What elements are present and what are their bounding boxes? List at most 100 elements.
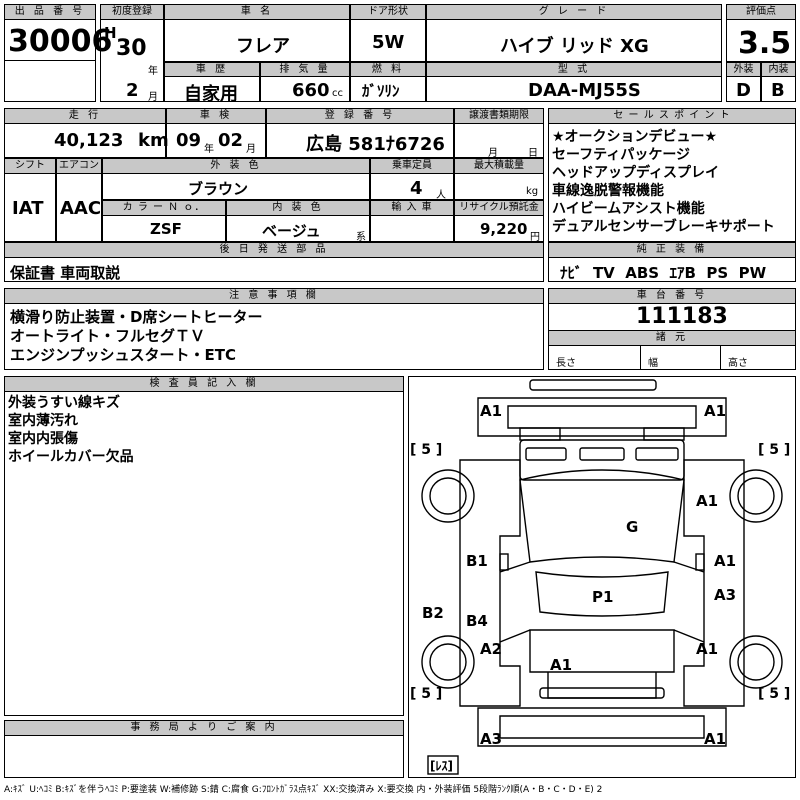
condition-diagram-cell — [408, 376, 796, 778]
mileage-label: 走 行 — [4, 108, 166, 124]
equipment-value: ﾅﾋﾞ TV ABS ｴｱB PS PW — [560, 264, 767, 282]
front-outline — [477, 397, 727, 437]
transfer-label: 譲渡書類期限 — [454, 108, 544, 124]
grade-label: グ レ ー ド — [426, 4, 722, 20]
parts-label: 後 日 発 送 部 品 — [4, 242, 544, 258]
transfer-day: 日 — [528, 148, 538, 159]
inspection-year-unit: 年 — [204, 144, 214, 155]
door-label: ドア形状 — [350, 4, 426, 20]
plate-label: 登 録 番 号 — [266, 108, 454, 124]
damage-mark: B2 — [422, 604, 444, 622]
grade: ハイブ リッド XG — [500, 36, 649, 57]
selling-point: デュアルセンサーブレーキサポート — [552, 219, 775, 235]
registration-year: 30 — [116, 36, 147, 61]
shift-label: シフト — [4, 158, 56, 174]
damage-mark: A1 — [696, 640, 718, 658]
damage-mark: B1 — [466, 552, 488, 570]
inspection-label: 車 検 — [166, 108, 266, 124]
damage-mark: A1 — [704, 730, 726, 748]
load-label: 最大積載量 — [454, 158, 544, 174]
registration-month: 2 — [126, 80, 139, 101]
notes-label: 注 意 事 項 欄 — [4, 288, 544, 304]
note-line: エンジンプッシュスタート・ETC — [10, 346, 237, 364]
load-unit: kg — [526, 186, 539, 197]
interior-rating: B — [771, 80, 785, 101]
capacity-label: 乗車定員 — [370, 158, 454, 174]
dims-label: 諸 元 — [548, 330, 796, 346]
ac: AAC — [60, 198, 102, 219]
parts-value: 保証書 車両取説 — [10, 264, 121, 282]
rear-window — [535, 571, 669, 617]
inspector-line: 室内薄汚れ — [8, 413, 78, 429]
history: 自家用 — [184, 84, 238, 105]
damage-mark: B4 — [466, 612, 488, 630]
height-label: 高さ — [728, 358, 748, 369]
exterior-color: ブラウン — [188, 180, 249, 198]
width-label: 幅 — [648, 358, 658, 369]
damage-mark: A3 — [714, 586, 736, 604]
color-number-label: カ ラ ー Ｎ ｏ． — [102, 200, 226, 216]
rear-deck — [529, 629, 675, 673]
car-name: フレア — [236, 36, 290, 57]
tread-depth-label: [ 5 ] — [758, 686, 790, 702]
tread-depth-label: [ 5 ] — [410, 686, 442, 702]
inspection-month: 02 — [218, 130, 244, 151]
tread-depth-label: [ 5 ] — [758, 442, 790, 458]
spare-tire-label: [ﾚｽ] — [430, 759, 453, 773]
history-label: 車 歴 — [164, 62, 260, 77]
exterior-label: 外装 — [726, 62, 761, 77]
front-bumper — [529, 379, 657, 391]
note-line: オートライト・フルセグＴＶ — [10, 327, 206, 345]
damage-mark: A1 — [550, 656, 572, 674]
inspector-line: 室内内張傷 — [8, 431, 78, 447]
interior-label: 内装 — [761, 62, 796, 77]
damage-mark: G — [626, 518, 638, 536]
score-label: 評価点 — [726, 4, 796, 20]
length-label: 長さ — [556, 358, 576, 369]
inspector-line: ホイールカバー欠品 — [8, 449, 134, 465]
rear-right-wheel — [729, 635, 783, 689]
damage-mark: A1 — [480, 402, 502, 420]
transfer-month: 月 — [488, 148, 498, 159]
damage-mark: P1 — [592, 588, 613, 606]
chassis-number: 111183 — [636, 304, 728, 329]
right-body — [683, 459, 745, 707]
fuel: ｶﾞｿﾘﾝ — [362, 82, 400, 100]
import-label: 輸 入 車 — [370, 200, 454, 216]
damage-mark: A2 — [480, 640, 502, 658]
plate-number: 広島 581ﾅ6726 — [306, 134, 445, 155]
inspector-label: 検 査 員 記 入 欄 — [4, 376, 404, 392]
model-label: 型 式 — [426, 62, 722, 77]
damage-mark: A3 — [480, 730, 502, 748]
inspector-line: 外装うすい線キズ — [8, 395, 120, 411]
roof — [519, 469, 685, 563]
interior-color: ベージュ — [262, 222, 321, 240]
era: H — [104, 24, 117, 42]
spare-tire-box — [427, 755, 459, 775]
color-label: 外 装 色 — [102, 158, 370, 174]
recycle-unit: 円 — [530, 232, 540, 243]
shift: IAT — [12, 198, 44, 219]
displacement: 660 — [292, 80, 330, 101]
fuel-label: 燃 料 — [350, 62, 426, 77]
damage-mark: A1 — [696, 492, 718, 510]
inspector-list: 外装うすい線キズ室内薄汚れ室内内張傷ホイールカバー欠品 — [8, 394, 134, 466]
damage-mark: A1 — [704, 402, 726, 420]
selling-point: ハイビームアシスト機能 — [552, 201, 705, 217]
left-body — [459, 459, 521, 707]
first-registration-label: 初度登録 — [100, 4, 164, 20]
capacity: 4 — [410, 178, 423, 199]
model-code: DAA-MJ55S — [528, 80, 641, 101]
chassis-label: 車 台 番 号 — [548, 288, 796, 304]
capacity-unit: 人 — [436, 190, 446, 201]
interior-color-label: 内 装 色 — [226, 200, 370, 216]
damage-mark: A1 — [714, 552, 736, 570]
equipment-label: 純 正 装 備 — [548, 242, 796, 258]
displacement-label: 排 気 量 — [260, 62, 350, 77]
exterior-rating: D — [736, 80, 751, 101]
interior-color-unit: 系 — [356, 232, 366, 243]
office-label: 事 務 局 よ り ご 案 内 — [4, 720, 404, 736]
selling-point: ★オークションデビュー★ — [552, 129, 718, 145]
